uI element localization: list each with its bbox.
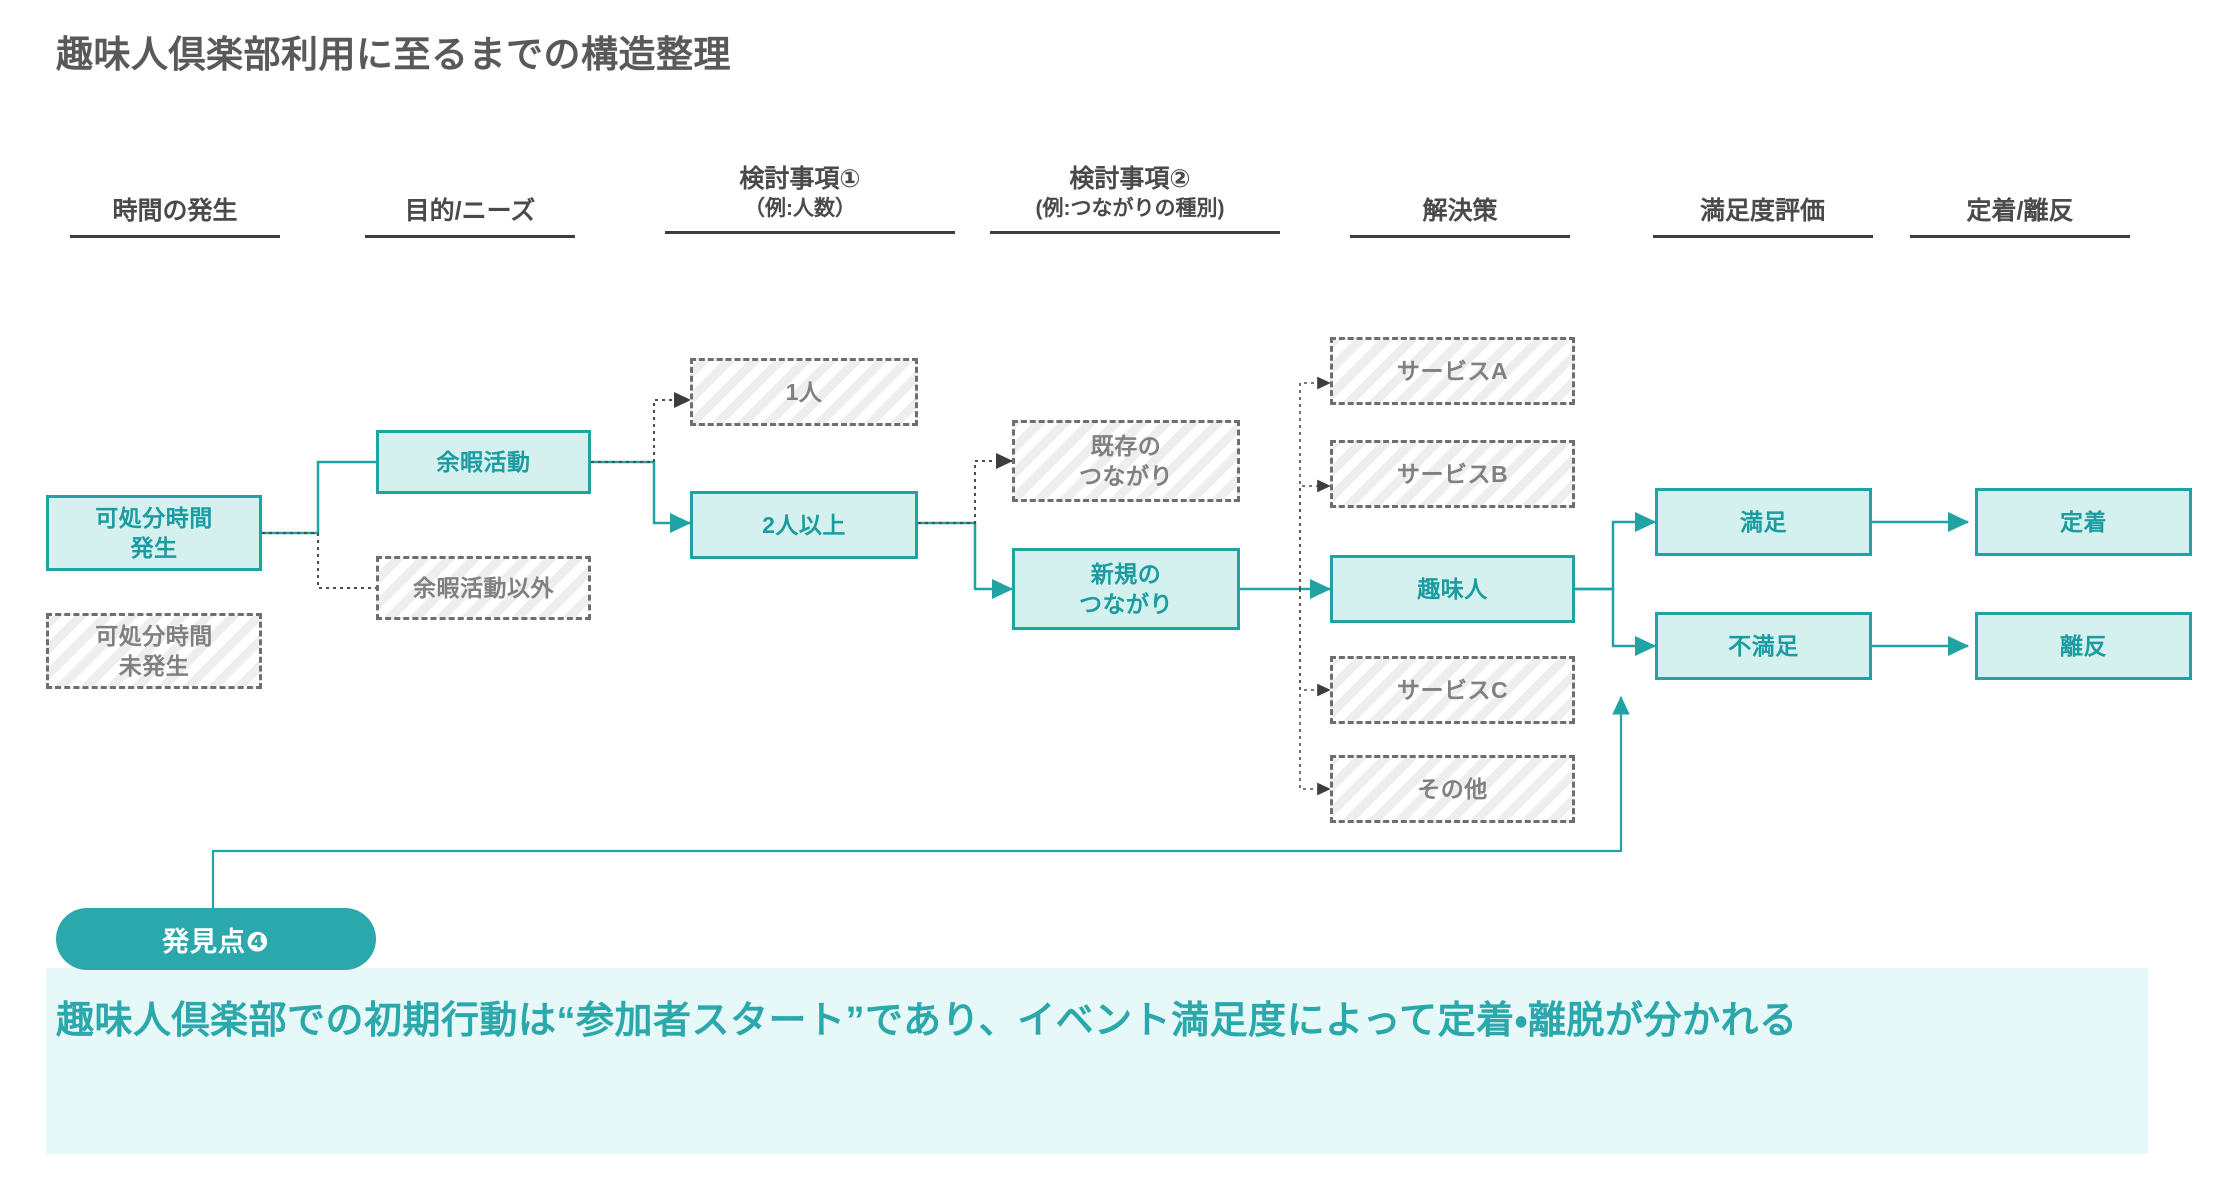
column-header-sublabel: (例:つながりの種別) [1035, 197, 1225, 220]
node-label: 不満足 [1728, 633, 1799, 659]
node-other[interactable]: その他 [1330, 755, 1575, 823]
node-label: 満足 [1740, 509, 1787, 535]
column-header-solution: 解決策 [1320, 195, 1600, 238]
column-header-rule [1910, 235, 2130, 238]
node-leisure-activity[interactable]: 余暇活動 [376, 430, 591, 494]
column-header-rule [1350, 235, 1570, 238]
node-existing-connection[interactable]: 既存のつながり [1012, 420, 1240, 502]
column-header-label: 目的/ニーズ [404, 197, 536, 225]
column-header-sublabel: （例:人数） [744, 197, 856, 220]
connector-twoplus-to-existingconnection [918, 453, 1013, 524]
column-header-rule [70, 235, 280, 238]
node-label: 離反 [2060, 633, 2107, 659]
node-label: サービスB [1396, 461, 1509, 487]
node-label: その他 [1417, 776, 1488, 802]
column-header-consider-2: 検討事項② (例:つながりの種別) [990, 163, 1280, 234]
connector-shumito-to-dissatisfied [1575, 587, 1657, 656]
column-header-label: 検討事項① [739, 165, 861, 193]
node-label: 新規のつながり [1079, 561, 1173, 617]
node-non-leisure-activity[interactable]: 余暇活動以外 [376, 556, 591, 620]
node-label: 趣味人 [1417, 576, 1488, 602]
connector-leisure-to-oneperson [591, 392, 691, 463]
column-header-retention: 定着/離反 [1855, 195, 2185, 238]
column-header-label: 定着/離反 [1966, 197, 2074, 225]
node-new-connection[interactable]: 新規のつながり [1012, 548, 1240, 630]
node-churned[interactable]: 離反 [1975, 612, 2192, 680]
node-label: サービスC [1396, 677, 1509, 703]
column-header-purpose: 目的/ニーズ [335, 195, 605, 238]
node-label: 既存のつながり [1079, 433, 1173, 489]
node-label: 可処分時間発生 [95, 505, 213, 561]
connector-twoplus-to-newconnection [918, 521, 1014, 599]
node-label: 余暇活動以外 [413, 575, 554, 601]
connector-shumito-to-satisfied [1575, 512, 1657, 591]
connector-to-other [1299, 589, 1331, 796]
node-label: 余暇活動 [436, 449, 531, 475]
node-one-person[interactable]: 1人 [690, 358, 918, 426]
node-two-or-more[interactable]: 2人以上 [690, 491, 918, 559]
connector-to-service-c [1299, 589, 1331, 697]
connector-to-service-a [1299, 376, 1331, 589]
node-dissatisfied[interactable]: 不満足 [1655, 612, 1872, 680]
node-label: 1人 [785, 379, 823, 405]
column-header-rule [990, 231, 1280, 234]
node-shumito[interactable]: 趣味人 [1330, 555, 1575, 623]
column-header-rule [365, 235, 575, 238]
column-header-consider-1: 検討事項① （例:人数） [665, 163, 955, 234]
node-satisfied[interactable]: 満足 [1655, 488, 1872, 556]
column-header-label: 検討事項② [1069, 165, 1191, 193]
connector-leisure-to-twoplus [591, 460, 692, 533]
node-label: 定着 [2060, 509, 2107, 535]
node-label: 2人以上 [762, 512, 846, 538]
node-service-b[interactable]: サービスB [1330, 440, 1575, 508]
column-header-time: 時間の発生 [40, 195, 310, 238]
column-header-satisfaction: 満足度評価 [1525, 195, 2000, 238]
node-retained[interactable]: 定着 [1975, 488, 2192, 556]
finding-badge: 発見点❹ [56, 908, 376, 970]
column-header-label: 満足度評価 [1699, 197, 1825, 225]
node-disposable-time-not-occurs[interactable]: 可処分時間未発生 [46, 613, 262, 689]
connector-to-service-b [1299, 479, 1331, 589]
finding-banner [46, 968, 2148, 1154]
node-label: 可処分時間未発生 [95, 623, 213, 679]
column-header-label: 解決策 [1422, 197, 1498, 225]
column-header-rule [1652, 235, 1873, 238]
node-label: サービスA [1396, 358, 1509, 384]
column-header-rule [665, 231, 955, 234]
node-service-a[interactable]: サービスA [1330, 337, 1575, 405]
node-disposable-time-occurs[interactable]: 可処分時間発生 [46, 495, 262, 571]
finding-text: 趣味人倶楽部での初期行動は“参加者スタート”であり、イベント満足度によって定着・… [56, 1000, 1798, 1042]
page-title: 趣味人倶楽部利用に至るまでの構造整理 [56, 34, 731, 75]
column-header-label: 時間の発生 [112, 197, 238, 225]
node-service-c[interactable]: サービスC [1330, 656, 1575, 724]
